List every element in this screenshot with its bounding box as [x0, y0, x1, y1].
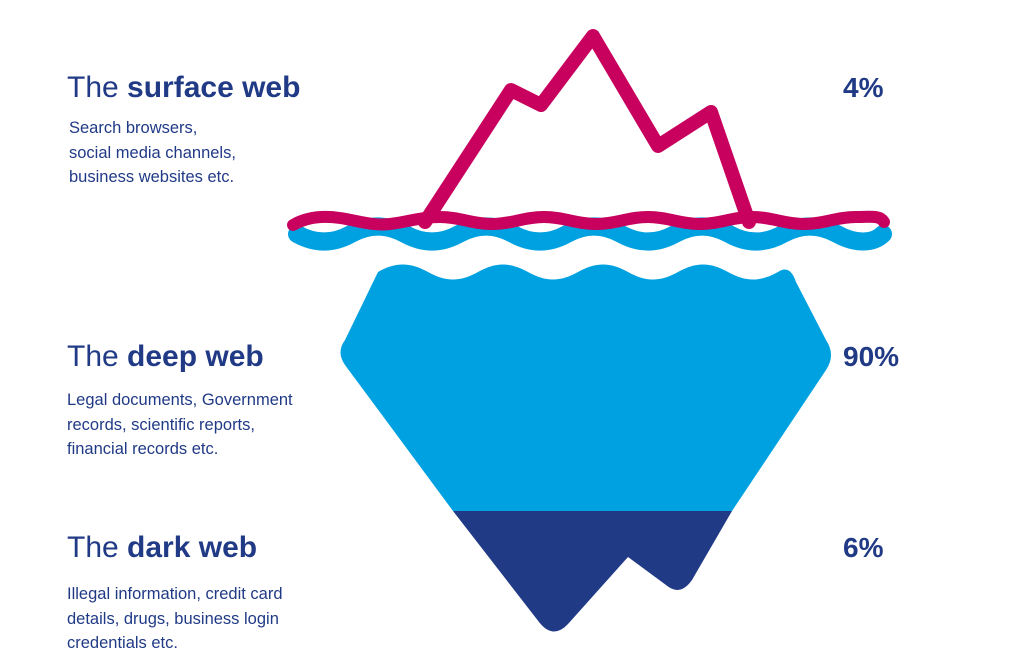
- dark-web-description: Illegal information, credit card details…: [67, 582, 337, 656]
- dark-web-description-line: Illegal information, credit card: [67, 585, 283, 603]
- dark-web-title-bold: dark web: [127, 531, 258, 564]
- deep-web-description-line: financial records etc.: [67, 440, 219, 458]
- dark-web-iceberg-base: [453, 511, 732, 632]
- deep-web-percent: 90%: [843, 341, 900, 372]
- deep-web-description-line: records, scientific reports,: [67, 415, 255, 434]
- deep-web-title: The deep web: [67, 339, 264, 375]
- surface-web-description: Search browsers, social media channels, …: [69, 116, 339, 190]
- deep-web-description-line: Legal documents, Government: [67, 391, 293, 409]
- dark-web-percent: 6%: [843, 532, 884, 563]
- surface-web-title-bold: surface web: [127, 71, 301, 104]
- surface-web-description-line: Search browsers,: [69, 119, 198, 137]
- deep-web-title-prefix: The: [67, 340, 128, 373]
- deep-web-description: Legal documents, Government records, sci…: [67, 388, 337, 462]
- dark-web-description-line: credentials etc.: [67, 634, 178, 652]
- surface-web-iceberg-tip: [418, 29, 756, 229]
- deep-web-iceberg-body: [340, 264, 831, 511]
- dark-web-description-line: details, drugs, business login: [67, 609, 279, 628]
- dark-web-title-prefix: The: [67, 531, 128, 564]
- surface-web-description-line: social media channels,: [69, 143, 236, 162]
- surface-web-percent: 4%: [843, 72, 884, 103]
- dark-web-title: The dark web: [67, 530, 257, 566]
- deep-web-title-bold: deep web: [127, 340, 264, 373]
- surface-web-title-prefix: The: [67, 71, 128, 104]
- surface-waterline-wave: [287, 210, 890, 231]
- surface-web-title: The surface web: [67, 70, 300, 106]
- surface-web-description-line: business websites etc.: [69, 168, 235, 186]
